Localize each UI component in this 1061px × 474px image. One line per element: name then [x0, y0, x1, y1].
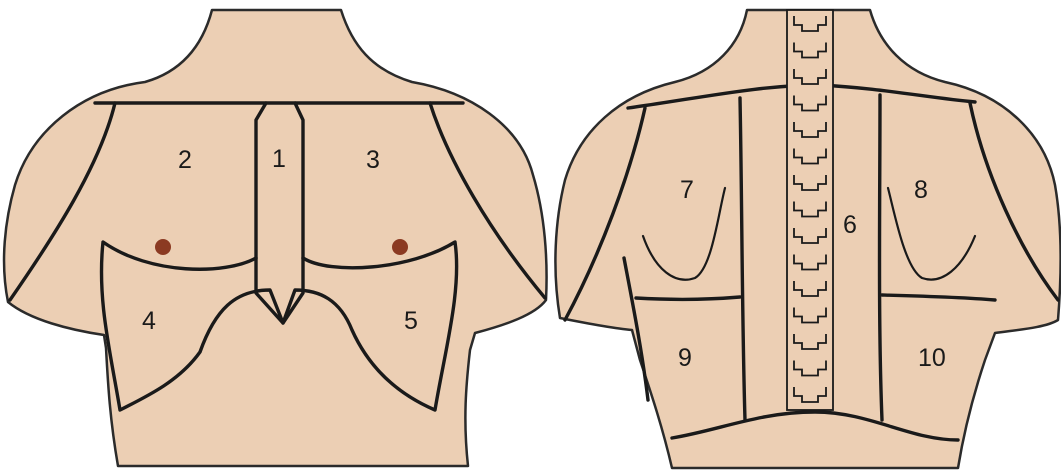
region-label-6: 6: [843, 211, 857, 239]
spine-column: [787, 10, 833, 410]
region-label-3: 3: [366, 146, 380, 174]
nipple-right: [392, 239, 408, 255]
nipple-left: [155, 239, 171, 255]
region-label-2: 2: [178, 146, 192, 174]
front-torso-silhouette: [4, 10, 547, 466]
region-label-8: 8: [914, 176, 928, 204]
region-label-4: 4: [142, 307, 156, 335]
front-view: 1 2 3 4 5: [4, 10, 547, 466]
region-label-5: 5: [404, 307, 418, 335]
region-label-7: 7: [680, 176, 694, 204]
region-label-9: 9: [678, 344, 692, 372]
region-label-10: 10: [918, 344, 946, 372]
back-view: 6 7 8 9 10: [555, 10, 1060, 468]
region-label-1: 1: [272, 145, 286, 173]
